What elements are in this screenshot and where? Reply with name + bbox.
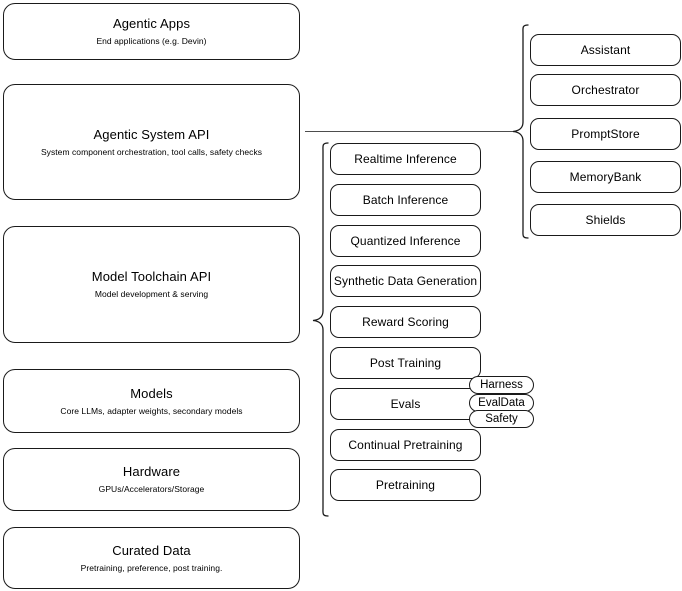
chip-label: Evals: [390, 397, 421, 411]
chip-label: MemoryBank: [569, 170, 642, 184]
chip-continual-pretraining[interactable]: Continual Pretraining: [330, 429, 481, 461]
chip-assistant[interactable]: Assistant: [530, 34, 681, 66]
layer-curated-data[interactable]: Curated Data Pretraining, preference, po…: [3, 527, 300, 589]
chip-evals[interactable]: Evals: [330, 388, 481, 420]
layer-agentic-apps[interactable]: Agentic Apps End applications (e.g. Devi…: [3, 3, 300, 60]
layer-model-toolchain-api[interactable]: Model Toolchain API Model development & …: [3, 226, 300, 343]
layer-title: Hardware: [122, 464, 181, 479]
chip-shields[interactable]: Shields: [530, 204, 681, 236]
layer-subtitle: End applications (e.g. Devin): [96, 36, 207, 46]
layer-title: Model Toolchain API: [91, 269, 212, 284]
layer-models[interactable]: Models Core LLMs, adapter weights, secon…: [3, 369, 300, 433]
chip-batch-inference[interactable]: Batch Inference: [330, 184, 481, 216]
chip-label: Synthetic Data Generation: [333, 274, 478, 288]
chip-label: Assistant: [580, 43, 631, 57]
chip-label: Realtime Inference: [354, 152, 457, 166]
pill-label: Harness: [480, 379, 523, 391]
chip-label: Orchestrator: [571, 83, 640, 97]
chip-label: Quantized Inference: [350, 234, 461, 248]
layer-subtitle: GPUs/Accelerators/Storage: [98, 484, 205, 494]
brace-middle-column: [304, 140, 330, 522]
layer-title: Agentic System API: [93, 126, 210, 142]
layer-subtitle: Core LLMs, adapter weights, secondary mo…: [60, 405, 243, 416]
layer-title: Curated Data: [112, 542, 191, 558]
chip-label: Reward Scoring: [362, 315, 449, 329]
pill-safety[interactable]: Safety: [469, 410, 534, 428]
connector-agentic-system-to-components: [305, 131, 513, 132]
chip-orchestrator[interactable]: Orchestrator: [530, 74, 681, 106]
chip-post-training[interactable]: Post Training: [330, 347, 481, 379]
chip-reward-scoring[interactable]: Reward Scoring: [330, 306, 481, 338]
chip-label: Batch Inference: [362, 193, 449, 207]
chip-label: PromptStore: [571, 127, 640, 141]
layer-subtitle: Model development & serving: [94, 289, 209, 299]
chip-label: Post Training: [369, 356, 442, 370]
chip-label: Shields: [585, 213, 626, 227]
chip-quantized-inference[interactable]: Quantized Inference: [330, 225, 481, 257]
brace-right-column: [506, 22, 530, 244]
chip-synthetic-data-generation[interactable]: Synthetic Data Generation: [330, 265, 481, 297]
chip-memorybank[interactable]: MemoryBank: [530, 161, 681, 193]
chip-realtime-inference[interactable]: Realtime Inference: [330, 143, 481, 175]
layer-subtitle: System component orchestration, tool cal…: [40, 146, 263, 157]
layer-title: Agentic Apps: [112, 16, 191, 31]
chip-pretraining[interactable]: Pretraining: [330, 469, 481, 501]
pill-label: EvalData: [478, 397, 525, 409]
pill-label: Safety: [485, 413, 518, 425]
layer-agentic-system-api[interactable]: Agentic System API System component orch…: [3, 84, 300, 200]
layer-subtitle: Pretraining, preference, post training.: [80, 562, 223, 573]
layer-hardware[interactable]: Hardware GPUs/Accelerators/Storage: [3, 448, 300, 511]
chip-promptstore[interactable]: PromptStore: [530, 118, 681, 150]
chip-label: Pretraining: [375, 478, 436, 492]
pill-harness[interactable]: Harness: [469, 376, 534, 394]
chip-label: Continual Pretraining: [348, 438, 463, 452]
layer-title: Models: [130, 385, 173, 401]
